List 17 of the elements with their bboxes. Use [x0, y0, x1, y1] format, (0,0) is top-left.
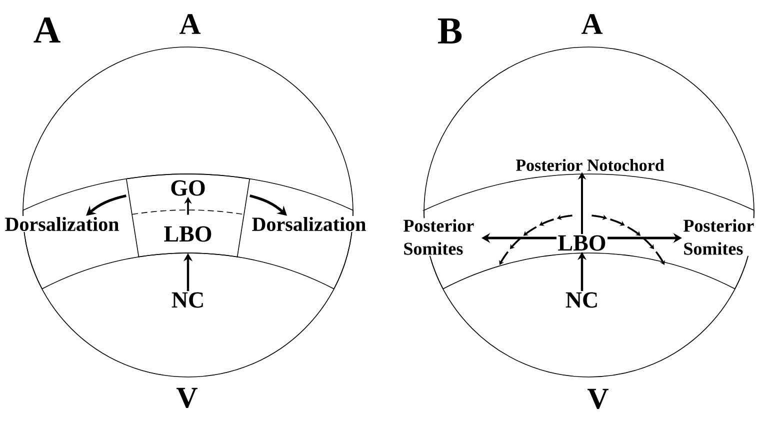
panel-letter: A [34, 17, 60, 43]
panel-letter: B [438, 18, 462, 44]
sector-box [126, 174, 250, 258]
outcome-label: Posterior Notochord [516, 159, 664, 171]
outcome-label: Posterior Somites [682, 218, 762, 256]
outcome-label: Dorsalization [250, 216, 368, 232]
region-label: NC [172, 292, 203, 308]
pole-label: V [176, 388, 198, 408]
region-label: NC [566, 292, 597, 308]
outcome-label: Posterior Somites [402, 218, 482, 256]
pole-label: A [179, 14, 201, 34]
region-label: LBO [558, 235, 606, 251]
region-label: LBO [164, 226, 212, 242]
region-label: GO [171, 180, 205, 196]
outcome-label: Dorsalization [4, 216, 120, 232]
pole-label: A [581, 14, 603, 34]
pole-label: V [588, 388, 608, 410]
